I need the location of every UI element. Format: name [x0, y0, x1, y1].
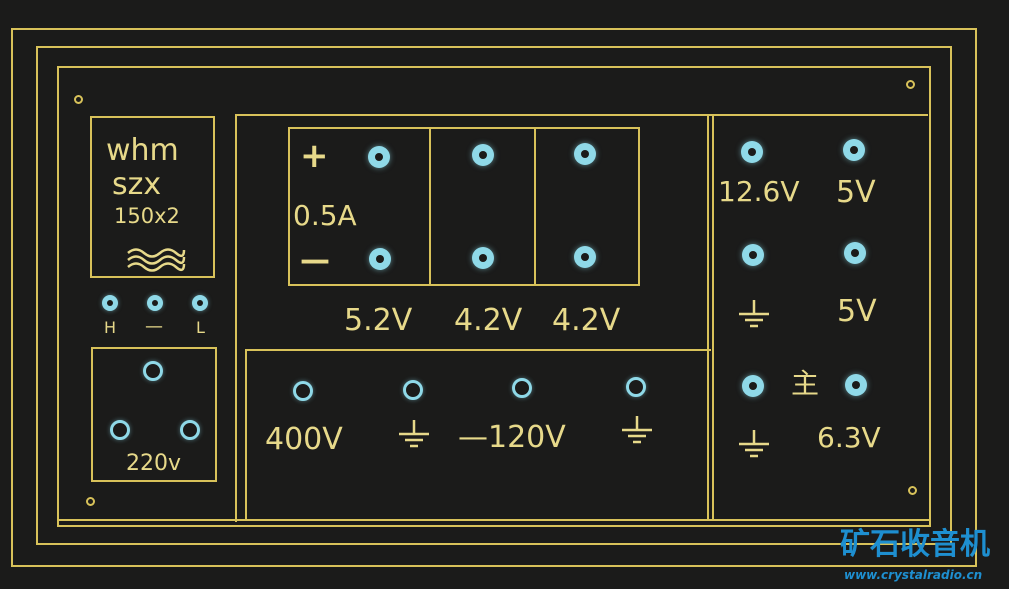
screw-hole-icon — [86, 497, 95, 506]
brand-line2: szx — [112, 167, 162, 202]
heater-jack-5a[interactable] — [843, 139, 865, 161]
bias-v2: 4.2V — [454, 303, 523, 338]
selector-label-mid: — — [145, 316, 163, 337]
bias-minus: — — [300, 243, 330, 278]
watermark-url: www.crystalradio.cn — [844, 568, 983, 582]
bias-jack-plus[interactable] — [368, 146, 390, 168]
middle-frame — [36, 46, 952, 545]
wave-icon — [127, 248, 186, 272]
hv-jack-120[interactable] — [512, 378, 532, 398]
heater-jack-gnd-2[interactable] — [742, 375, 764, 397]
divider-right-2 — [712, 114, 714, 521]
ground-icon — [739, 430, 769, 458]
selector-label-h: H — [104, 318, 117, 337]
hv-label-400: 400V — [265, 422, 343, 457]
bias-jack-2-top[interactable] — [472, 144, 494, 166]
screw-hole-icon — [74, 95, 83, 104]
brand-line1: whm — [106, 133, 179, 168]
divider-top — [235, 114, 928, 116]
mains-jack-right[interactable] — [180, 420, 200, 440]
divider-left — [235, 116, 237, 522]
selector-jack-mid[interactable] — [147, 295, 163, 311]
bias-divider-2 — [534, 127, 536, 286]
mains-label: 220v — [126, 451, 182, 476]
selector-jack-l[interactable] — [192, 295, 208, 311]
bias-box — [288, 127, 640, 286]
divider-right-1 — [707, 114, 709, 521]
selector-jack-h[interactable] — [102, 295, 118, 311]
brand-box — [90, 116, 215, 278]
bias-plus: + — [300, 136, 329, 176]
hv-jack-gnd-1[interactable] — [403, 380, 423, 400]
bias-jack-3-top[interactable] — [574, 143, 596, 165]
ground-icon — [622, 416, 652, 444]
divider-middle — [245, 349, 711, 351]
bias-v3: 4.2V — [552, 303, 621, 338]
divider-bottom — [57, 519, 931, 521]
bias-current: 0.5A — [293, 199, 357, 232]
bias-jack-2-bottom[interactable] — [472, 247, 494, 269]
bias-jack-minus[interactable] — [369, 248, 391, 270]
bias-divider-1 — [429, 127, 431, 286]
heater-jack-gnd-1[interactable] — [742, 244, 764, 266]
screw-hole-icon — [908, 486, 917, 495]
heater-jack-63[interactable] — [845, 374, 867, 396]
mains-jack-top[interactable] — [143, 361, 163, 381]
bias-v1: 5.2V — [344, 303, 413, 338]
watermark-title: 矿石收音机 — [840, 527, 990, 562]
selector-label-l: L — [196, 318, 205, 337]
heater-label-126: 12.6V — [718, 175, 800, 208]
heater-jack-5b[interactable] — [844, 242, 866, 264]
hv-label-120: —120V — [458, 420, 566, 455]
inner-frame — [57, 66, 931, 527]
divider-left-low — [245, 349, 247, 521]
brand-line3: 150x2 — [114, 204, 180, 228]
hv-jack-400[interactable] — [293, 381, 313, 401]
hv-jack-gnd-2[interactable] — [626, 377, 646, 397]
heater-jack-126[interactable] — [741, 141, 763, 163]
ground-icon — [399, 420, 429, 448]
ground-icon — [739, 300, 769, 328]
mains-box — [91, 347, 217, 482]
outer-frame — [11, 28, 977, 567]
bias-jack-3-bottom[interactable] — [574, 246, 596, 268]
heater-label-63: 6.3V — [817, 421, 881, 454]
mains-jack-left[interactable] — [110, 420, 130, 440]
screw-hole-icon — [906, 80, 915, 89]
heater-label-5a: 5V — [836, 175, 876, 210]
heater-main-char: 主 — [791, 367, 820, 400]
heater-label-5b: 5V — [837, 294, 877, 329]
